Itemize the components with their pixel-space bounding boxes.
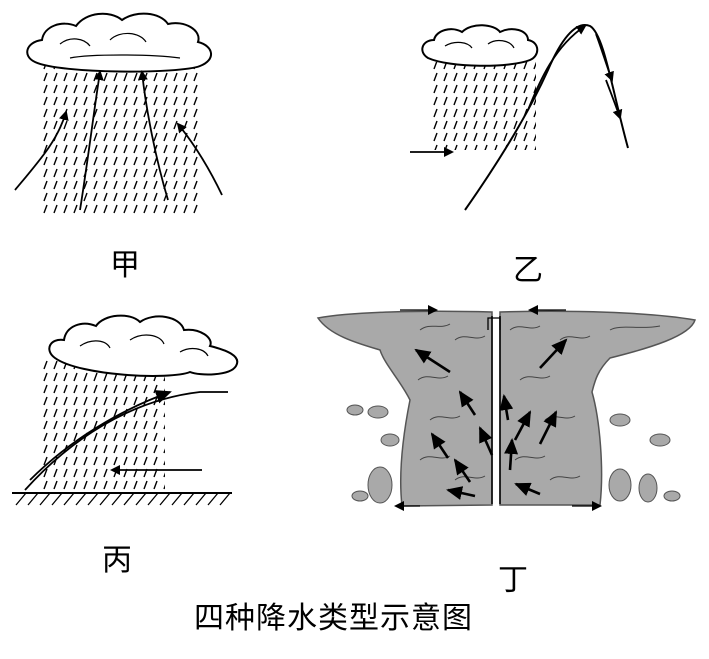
panel-ding-illustration: [316, 305, 696, 511]
rain-area: [42, 62, 202, 214]
figure-caption: 四种降水类型示意图: [194, 601, 473, 636]
ground-hatching: [15, 492, 231, 506]
cloud-detail: [59, 32, 181, 59]
eye-wall: [491, 316, 501, 504]
panel-yi-illustration: [410, 24, 629, 211]
frontal-surface: [24, 391, 228, 491]
cloud: [48, 314, 239, 377]
cloud-detail: [444, 39, 515, 49]
panel-label-yi: 乙: [513, 253, 543, 288]
updraft-arrow: [176, 122, 223, 196]
panel-label-ding: 丁: [498, 563, 528, 598]
cloud: [421, 24, 539, 67]
updraft-arrow: [14, 110, 69, 191]
updraft-arrow: [79, 70, 104, 211]
panel-jia-illustration: [14, 12, 223, 214]
panel-bing-illustration: [12, 314, 239, 506]
upslope-arrow: [527, 24, 587, 111]
storm-cloud-right: [499, 310, 696, 506]
outflow-arrows: [394, 305, 602, 511]
downslope-arrow: [605, 79, 623, 120]
rain-area: [428, 62, 536, 150]
cloud: [26, 12, 212, 73]
updraft-arrow: [137, 70, 169, 201]
panel-label-jia: 甲: [110, 248, 140, 283]
warm-air-arrow: [29, 390, 172, 481]
satellite-clouds: [346, 404, 681, 504]
cloud-detail: [79, 334, 209, 357]
downslope-arrow: [595, 33, 614, 82]
cloud-texture: [417, 323, 661, 481]
panel-label-bing: 丙: [102, 543, 132, 578]
storm-arrows: [414, 338, 568, 500]
